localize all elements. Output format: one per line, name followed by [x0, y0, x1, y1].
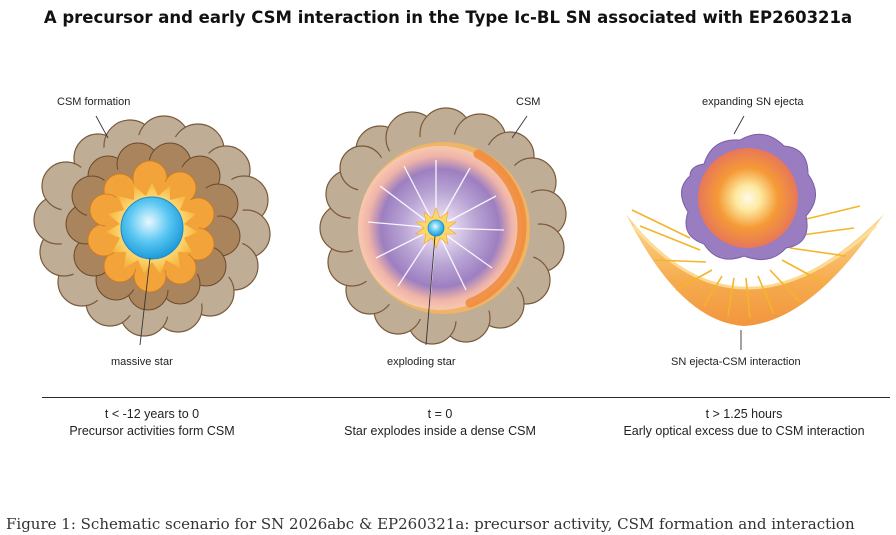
label-expanding-sn-ejecta: expanding SN ejecta [702, 96, 804, 108]
csm-interaction-arc [626, 214, 884, 326]
stage-1-time: t < -12 years to 0 [104, 407, 200, 421]
timeline-divider [42, 397, 890, 398]
exploding-star [427, 219, 445, 237]
stage-1-caption: t < -12 years to 0 Precursor activities … [2, 406, 302, 440]
panel-2-explosion-illustration [319, 107, 567, 345]
stage-3-time: t > 1.25 hours [705, 407, 783, 421]
stage-2-description: Star explodes inside a dense CSM [344, 424, 536, 438]
schematic-illustration [33, 107, 884, 350]
label-massive-star: massive star [111, 356, 173, 368]
panel-3-interaction-illustration [626, 133, 884, 326]
figure-title: A precursor and early CSM interaction in… [43, 8, 853, 27]
panel-1-csm-formation-illustration [33, 115, 271, 337]
expanding-sn-ejecta [698, 148, 798, 248]
label-csm: CSM [516, 96, 541, 108]
stage-2-caption: t = 0 Star explodes inside a dense CSM [290, 406, 590, 440]
stage-3-caption: t > 1.25 hours Early optical excess due … [594, 406, 894, 440]
label-leader-lines [95, 115, 745, 350]
interaction-rays [631, 205, 861, 319]
label-exploding-star: exploding star [387, 356, 456, 368]
stage-1-description: Precursor activities form CSM [69, 424, 235, 438]
stage-3-description: Early optical excess due to CSM interact… [623, 424, 865, 438]
shock-front-arc [465, 149, 527, 308]
figure-caption: Figure 1: Schematic scenario for SN 2026… [6, 515, 855, 533]
massive-star [120, 196, 184, 260]
label-sn-ejecta-csm-interaction: SN ejecta-CSM interaction [671, 356, 801, 368]
stage-2-time: t = 0 [427, 407, 453, 421]
label-csm-formation: CSM formation [57, 96, 131, 108]
